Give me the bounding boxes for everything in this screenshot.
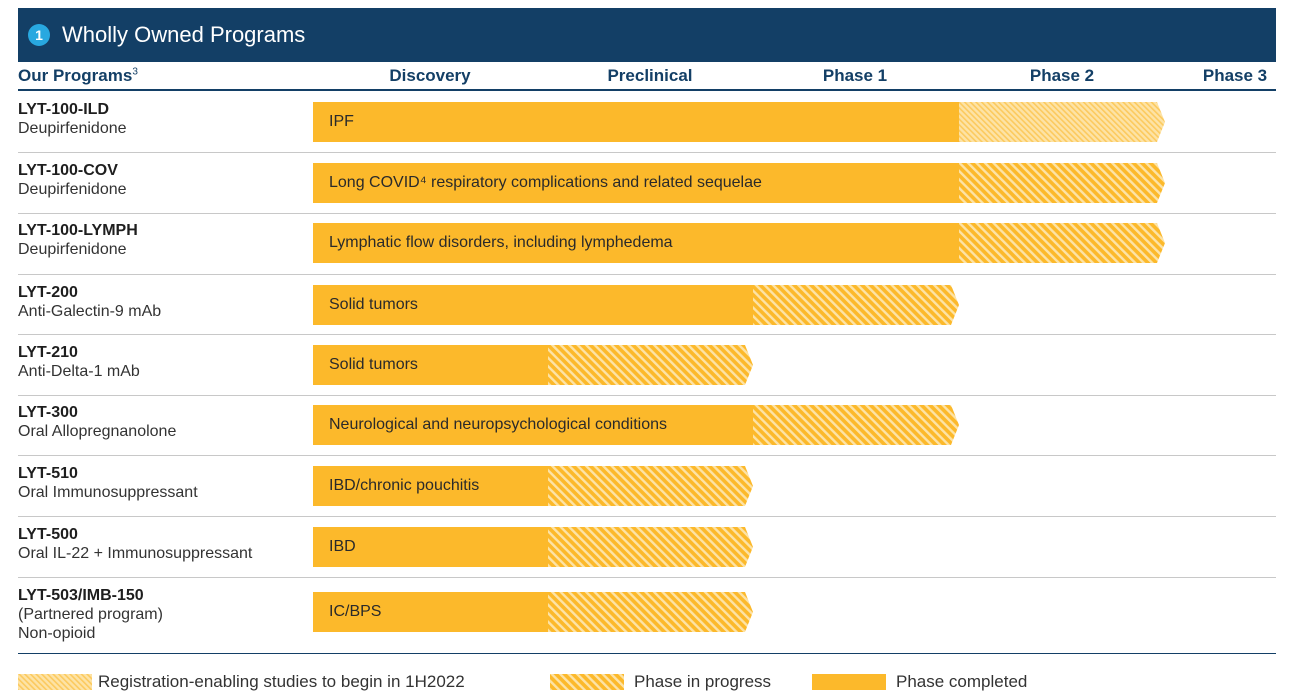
program-description: Oral Immunosuppressant — [18, 484, 198, 501]
program-code: LYT-100-LYMPH — [18, 222, 138, 239]
completed-segment — [313, 527, 548, 567]
registration-segment — [959, 102, 1165, 142]
row-divider — [18, 653, 1276, 654]
legend-registration-label: Registration-enabling studies to begin i… — [98, 672, 465, 691]
header-phase-3: Phase 3 — [1202, 66, 1268, 85]
indication-label: IBD/chronic pouchitis — [329, 477, 480, 494]
program-code: LYT-503/IMB-150 — [18, 587, 144, 604]
row-divider — [18, 395, 1276, 396]
program-name: LYT-100-ILD Deupirfenidone — [18, 100, 127, 138]
in-progress-segment — [959, 163, 1165, 203]
program-description: Deupirfenidone — [18, 181, 127, 198]
header-preclinical: Preclinical — [607, 66, 693, 85]
header-rule — [18, 89, 1276, 91]
program-description: Anti-Galectin-9 mAb — [18, 303, 162, 320]
legend-in-progress-label: Phase in progress — [634, 672, 772, 691]
legend-registration-swatch — [18, 674, 92, 690]
in-progress-segment — [548, 527, 753, 567]
completed-segment — [313, 345, 548, 385]
indication-label: Long COVID⁴ respiratory complications an… — [329, 174, 762, 191]
program-code: LYT-100-ILD — [18, 101, 109, 118]
progress-bar — [313, 223, 1165, 263]
completed-segment — [313, 405, 753, 445]
program-description: Deupirfenidone — [18, 120, 127, 137]
header-our-programs-text: Our Programs — [18, 66, 133, 85]
program-description: Oral Allopregnanolone — [18, 423, 177, 440]
program-code: LYT-100-COV — [18, 162, 118, 179]
indication-label: Solid tumors — [329, 296, 418, 313]
progress-bar — [313, 466, 753, 506]
in-progress-segment — [959, 223, 1165, 263]
in-progress-segment — [753, 285, 959, 325]
program-name: LYT-503/IMB-150 (Partnered program) Non-op… — [18, 586, 163, 643]
program-code: LYT-300 — [18, 404, 78, 421]
indication-label: IC/BPS — [329, 603, 382, 620]
in-progress-segment — [753, 405, 959, 445]
row-divider — [18, 274, 1276, 275]
header-our-programs: Our Programs3 — [18, 66, 138, 86]
legend: Registration-enabling studies to begin i… — [18, 672, 1276, 694]
section-title: Wholly Owned Programs — [62, 22, 306, 47]
indication-label: IPF — [329, 113, 354, 130]
indication-label: Lymphatic flow disorders, including lymp… — [329, 234, 673, 251]
program-name: LYT-100-LYMPH Deupirfenidone — [18, 221, 138, 259]
row-divider — [18, 334, 1276, 335]
legend-completed-label: Phase completed — [896, 672, 1028, 691]
section-number-badge: 1 — [28, 24, 50, 46]
program-description: Anti-Delta-1 mAb — [18, 363, 140, 380]
header-discovery: Discovery — [389, 66, 471, 85]
completed-segment — [313, 223, 959, 263]
in-progress-segment — [548, 466, 753, 506]
progress-bar — [313, 405, 959, 445]
in-progress-segment — [548, 592, 753, 632]
program-description: Deupirfenidone — [18, 241, 127, 258]
progress-bar — [313, 345, 753, 385]
progress-bar — [313, 285, 959, 325]
program-description: (Partnered program) — [18, 606, 163, 623]
row-divider — [18, 455, 1276, 456]
program-code: LYT-500 — [18, 526, 78, 543]
section-banner: 1 Wholly Owned Programs — [18, 8, 1276, 62]
header-footnote-ref: 3 — [132, 66, 138, 78]
in-progress-segment — [548, 345, 753, 385]
program-code: LYT-210 — [18, 344, 78, 361]
indication-label: IBD — [329, 538, 356, 555]
progress-bar — [313, 102, 1165, 142]
header-phase-2: Phase 2 — [1029, 66, 1095, 85]
progress-bar — [313, 592, 753, 632]
completed-segment — [313, 163, 959, 203]
row-divider — [18, 152, 1276, 153]
header-phase-1: Phase 1 — [822, 66, 888, 85]
row-divider — [18, 213, 1276, 214]
program-description: Oral IL-22 + Immunosuppressant — [18, 545, 253, 562]
completed-segment — [313, 102, 959, 142]
program-code: LYT-200 — [18, 284, 78, 301]
program-description: Non-opioid — [18, 625, 96, 642]
indication-label: Solid tumors — [329, 356, 418, 373]
indication-label: Neurological and neuropsychological cond… — [329, 416, 667, 433]
row-divider — [18, 577, 1276, 578]
completed-segment — [313, 466, 548, 506]
legend-completed-swatch — [812, 674, 886, 690]
progress-bar — [313, 527, 753, 567]
row-divider — [18, 516, 1276, 517]
program-name: LYT-100-COV Deupirfenidone — [18, 161, 127, 199]
completed-segment — [313, 592, 548, 632]
completed-segment — [313, 285, 753, 325]
program-code: LYT-510 — [18, 465, 78, 482]
legend-in-progress-swatch — [550, 674, 624, 690]
progress-bar — [313, 163, 1165, 203]
